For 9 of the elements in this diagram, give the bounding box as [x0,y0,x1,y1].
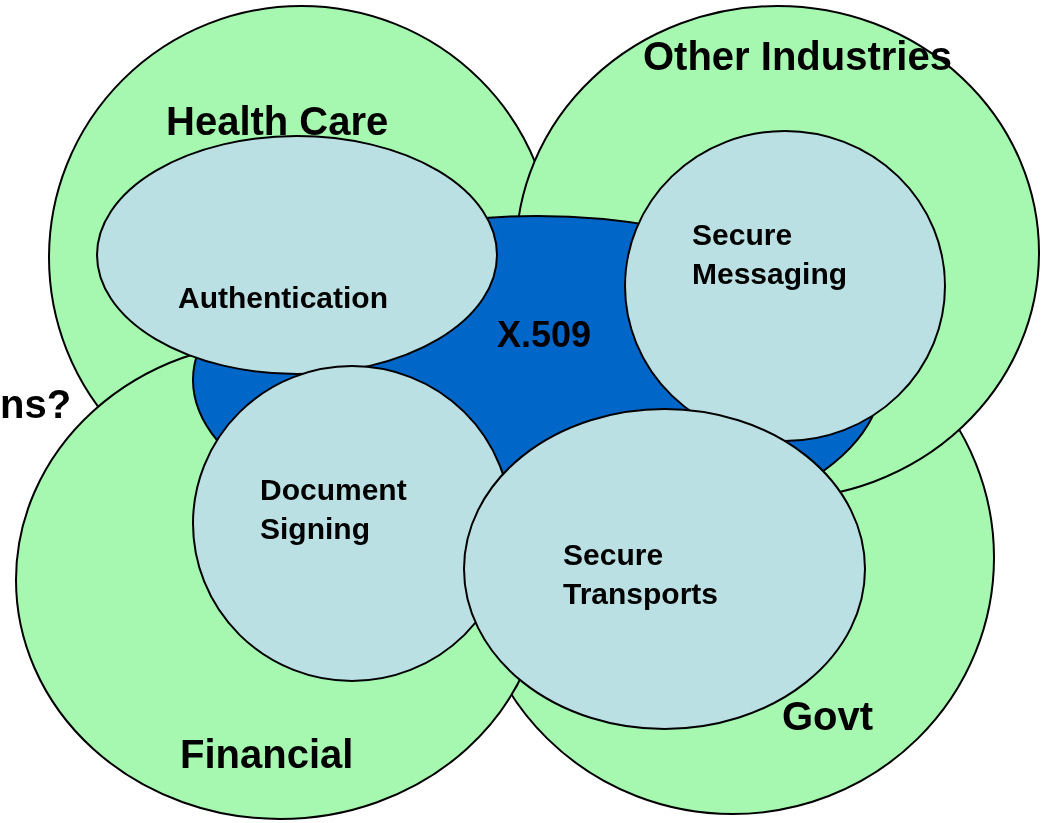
sector-label: Govt [782,693,875,740]
standard-label: X.509 [497,313,593,357]
use-case-label: Secure Messaging [692,217,849,292]
sector-label: Health Care [166,98,390,145]
use-case-label: Document Signing [260,472,408,547]
use-case-label: Authentication [178,280,389,316]
sector-label: Financial [180,731,355,778]
use-case-label: Secure Transports [563,537,720,612]
cut-off-label: ns? [0,381,72,428]
